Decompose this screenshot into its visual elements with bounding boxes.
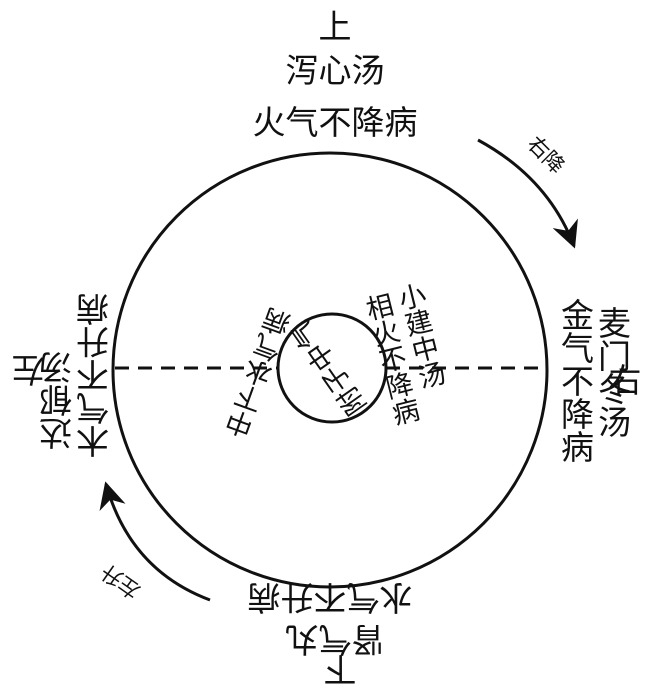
direction-right-label: 右 (609, 361, 642, 400)
top-formula-label: 泻心汤 (286, 51, 385, 90)
left-ascend-arrow (99, 481, 211, 602)
right-descend-arrow (477, 138, 578, 249)
center-label: 附子中气 (286, 314, 373, 420)
direction-left-label: 左 (12, 350, 45, 389)
bottom-condition-label: 水气不升病 (248, 578, 413, 617)
left-ascend-label: 左升 (96, 559, 144, 603)
left-condition-label: 木气不升病 (76, 293, 115, 458)
bottom-formula-label: 肾气丸 (286, 620, 385, 659)
direction-bottom-label: 下 (324, 650, 357, 689)
direction-top-label: 上 (319, 7, 352, 46)
right-formula-label: 麦门冬汤 (593, 306, 632, 438)
top-condition-label: 火气不降病 (253, 103, 418, 142)
right-condition-label: 金气不降病 (556, 298, 595, 463)
right-descend-label: 右降 (523, 132, 570, 179)
inner-left-formula-label: 中下水气病 (222, 305, 298, 443)
left-formula-label: 达郁汤 (39, 351, 78, 450)
outer-circle (111, 151, 549, 589)
